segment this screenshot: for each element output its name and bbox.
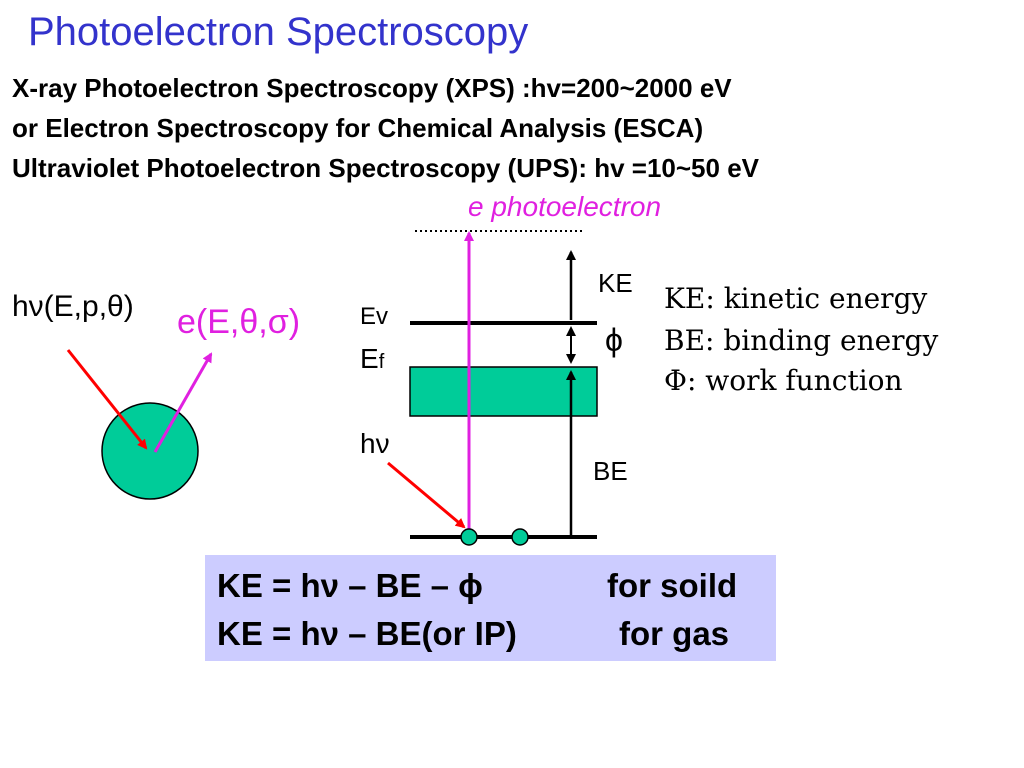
hv-label: hν xyxy=(360,428,390,459)
legend-ke: KE: kinetic energy xyxy=(664,282,928,315)
legend-phi: Φ: work function xyxy=(664,364,903,397)
equation-solid-condition: for soild xyxy=(607,567,738,604)
intro-line-esca: or Electron Spectroscopy for Chemical An… xyxy=(12,113,704,143)
equation-gas-condition: for gas xyxy=(619,615,730,652)
legend-be: BE: binding energy xyxy=(664,324,939,357)
ef-label: Ef xyxy=(360,345,384,373)
equation-solid-formula: KE = hν – BE – ϕ xyxy=(217,567,483,604)
core-electron-1 xyxy=(460,528,478,546)
be-label: BE xyxy=(593,456,628,486)
ke-label: KE xyxy=(598,268,633,298)
hv-arrow xyxy=(387,461,466,529)
sample-sphere xyxy=(101,402,199,500)
fermi-band xyxy=(409,366,598,417)
ef-subscript: f xyxy=(378,351,385,373)
intro-line-xps: X-ray Photoelectron Spectroscopy (XPS) :… xyxy=(12,73,732,103)
outgoing-electron-label: e(E,θ,σ) xyxy=(177,303,301,341)
equation-gas-formula: KE = hν – BE(or IP) xyxy=(217,615,517,652)
equation-solid: KE = hν – BE – ϕ for soild xyxy=(217,567,737,604)
outgoing-electron-arrow xyxy=(153,352,213,453)
ef-main: E xyxy=(360,343,379,374)
incoming-photon-label: hν(E,p,θ) xyxy=(12,290,134,323)
equation-gas: KE = hν – BE(or IP) for gas xyxy=(217,615,729,652)
photoelectron-label: e photoelectron xyxy=(468,191,662,222)
incoming-photon-arrow xyxy=(66,349,148,450)
phi-label: ϕ xyxy=(605,322,623,358)
core-electron-2 xyxy=(511,528,529,546)
ev-label: Ev xyxy=(360,303,389,330)
equation-box: KE = hν – BE – ϕ for soild KE = hν – BE(… xyxy=(205,555,776,661)
page-title: Photoelectron Spectroscopy xyxy=(28,10,529,54)
intro-line-ups: Ultraviolet Photoelectron Spectroscopy (… xyxy=(12,153,760,183)
